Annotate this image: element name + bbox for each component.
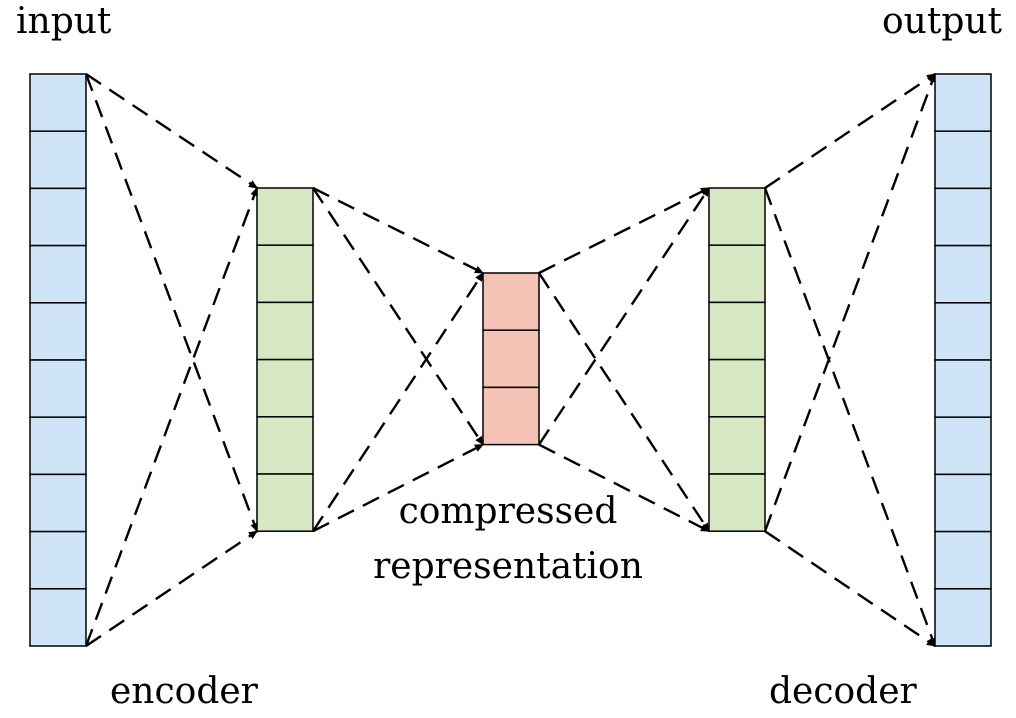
neuron-cell [708,416,766,475]
neuron-cell [482,329,540,389]
neuron-cell [29,302,87,361]
neuron-cell [708,301,766,361]
neuron-cell [934,302,992,361]
dashed-connection [538,186,710,275]
neuron-cell [934,473,992,533]
neuron-cell [482,386,540,446]
neuron-cell [29,530,87,590]
neuron-cell [934,130,992,190]
dashed-connection [85,530,258,647]
dashed-connection [311,272,485,532]
neuron-cell [29,473,87,533]
dashed-connection [537,272,711,533]
connections [84,73,937,647]
dashed-connection [763,73,937,532]
dashed-connection [538,443,710,533]
compressed-label-line1: compressed [399,491,618,532]
neuron-cell [256,473,314,532]
neuron-cell [708,187,766,246]
input-label: input [16,1,112,42]
neuron-cell [934,588,992,647]
compressed-label-line2: representation [373,546,643,587]
neuron-cell [482,272,540,331]
output-label: output [882,1,1003,42]
neuron-cell [29,130,87,190]
neuron-cell [708,358,766,418]
neuron-cell [256,301,314,361]
dashed-connection [763,187,937,647]
neuron-cell [29,187,87,247]
neuron-cell [708,473,766,532]
neuron-cell [29,588,87,647]
decoder-label: decoder [769,671,918,712]
neuron-cell [29,73,87,132]
output-layer [934,73,992,647]
neuron-cell [934,187,992,247]
neuron-cell [256,187,314,246]
neuron-cell [29,416,87,476]
encoder-hidden-layer [256,187,314,532]
dashed-connection [764,530,936,647]
neuron-cell [934,530,992,590]
code-layer [482,272,540,446]
neuron-cell [934,359,992,418]
neuron-cell [934,244,992,304]
dashed-connection [311,187,485,446]
dashed-connection [84,73,259,533]
neuron-cell [29,244,87,304]
neuron-cell [256,416,314,475]
neuron-cell [934,416,992,476]
dashed-connection [537,187,711,446]
decoder-hidden-layer [708,187,766,532]
neuron-cell [934,73,992,132]
dashed-connection [312,186,484,275]
dashed-connection [764,73,936,189]
dashed-connection [84,187,259,647]
input-layer [29,73,87,647]
neuron-cell [29,359,87,418]
neuron-cell [256,244,314,304]
encoder-label: encoder [110,671,259,712]
neuron-cell [256,358,314,418]
dashed-connection [312,443,484,533]
layers [29,73,992,647]
dashed-connection [85,73,258,189]
neuron-cell [708,244,766,304]
